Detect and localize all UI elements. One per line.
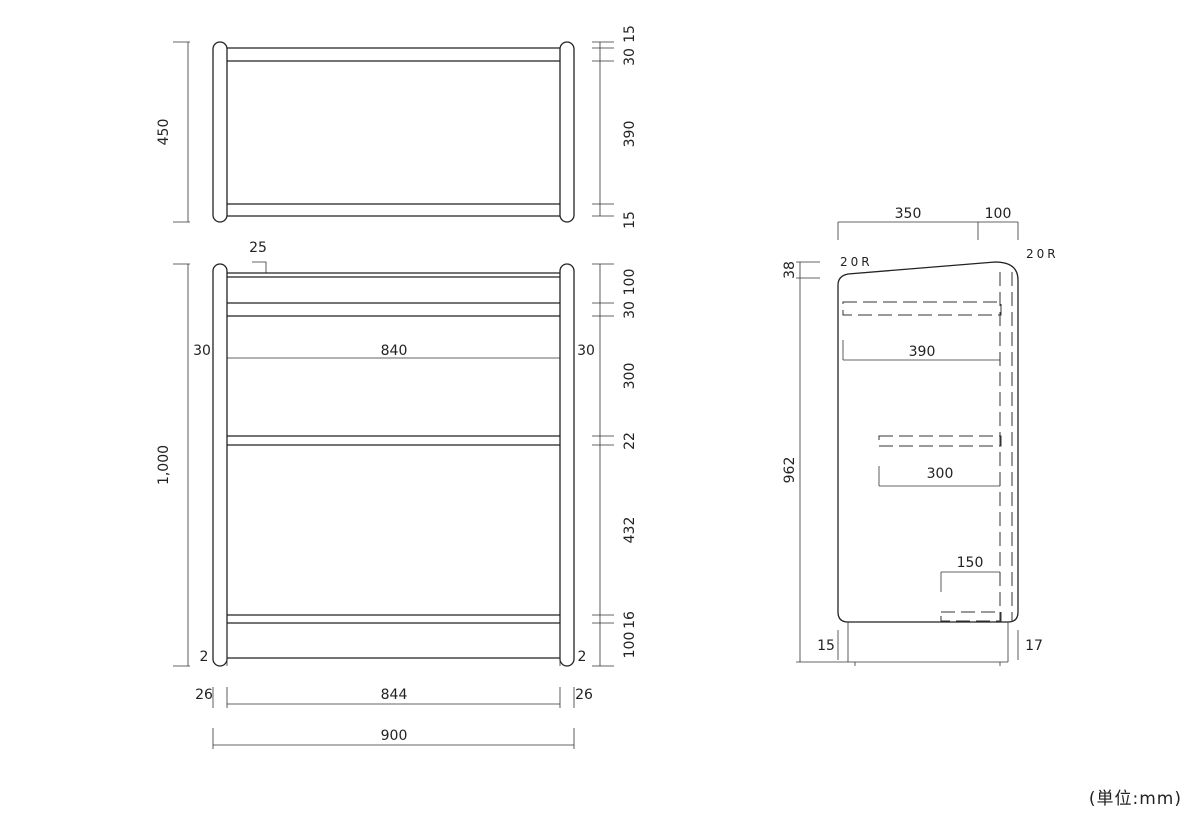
dim-left-30: 30: [193, 343, 211, 359]
dim-front-100b: 100: [622, 632, 638, 659]
dim-side-100: 100: [985, 206, 1012, 222]
dim-top-390: 390: [622, 121, 638, 148]
radius-left: 20R: [840, 255, 873, 269]
dim-840: 840: [381, 343, 408, 359]
dim-front-30: 30: [622, 301, 638, 319]
dim-front-22: 22: [622, 432, 638, 450]
side-view: 350 100 20R 20R 38 962 390 300 150 15 17: [782, 206, 1059, 666]
dim-390: 390: [909, 344, 936, 360]
dim-top-30: 30: [622, 48, 638, 66]
top-view: 450 15 30 390 15: [156, 25, 638, 229]
dim-1000: 1,000: [156, 445, 172, 485]
radius-right: 20R: [1026, 247, 1059, 261]
dim-side-17: 17: [1025, 638, 1043, 654]
front-view: 25 30 840 30 1,000 100 30 300 22 432 16 …: [156, 240, 638, 749]
dim-front-300: 300: [622, 363, 638, 390]
dim-844: 844: [381, 687, 408, 703]
dim-right-26: 26: [575, 687, 593, 703]
front-left-post: [212, 263, 228, 667]
front-right-post: [559, 263, 575, 667]
top-right-post: [559, 41, 575, 223]
dim-front-432: 432: [622, 517, 638, 544]
dim-962: 962: [782, 457, 798, 484]
dim-right-30: 30: [577, 343, 595, 359]
dim-450: 450: [156, 119, 172, 146]
dim-150: 150: [957, 555, 984, 571]
dim-side-300: 300: [927, 466, 954, 482]
dim-top-15b: 15: [622, 211, 638, 229]
dim-left-26: 26: [195, 687, 213, 703]
dim-top-15a: 15: [622, 25, 638, 43]
top-left-post: [212, 41, 228, 223]
dim-350: 350: [895, 206, 922, 222]
dim-900: 900: [381, 728, 408, 744]
dim-25: 25: [249, 240, 267, 256]
dim-front-100a: 100: [622, 269, 638, 296]
dim-side-15: 15: [817, 638, 835, 654]
side-outline: [837, 261, 1019, 623]
dim-front-16: 16: [622, 611, 638, 629]
dim-right-2: 2: [578, 649, 587, 665]
dim-38: 38: [782, 261, 798, 279]
unit-note: (単位:mm): [1088, 789, 1182, 809]
dim-left-2: 2: [200, 649, 209, 665]
